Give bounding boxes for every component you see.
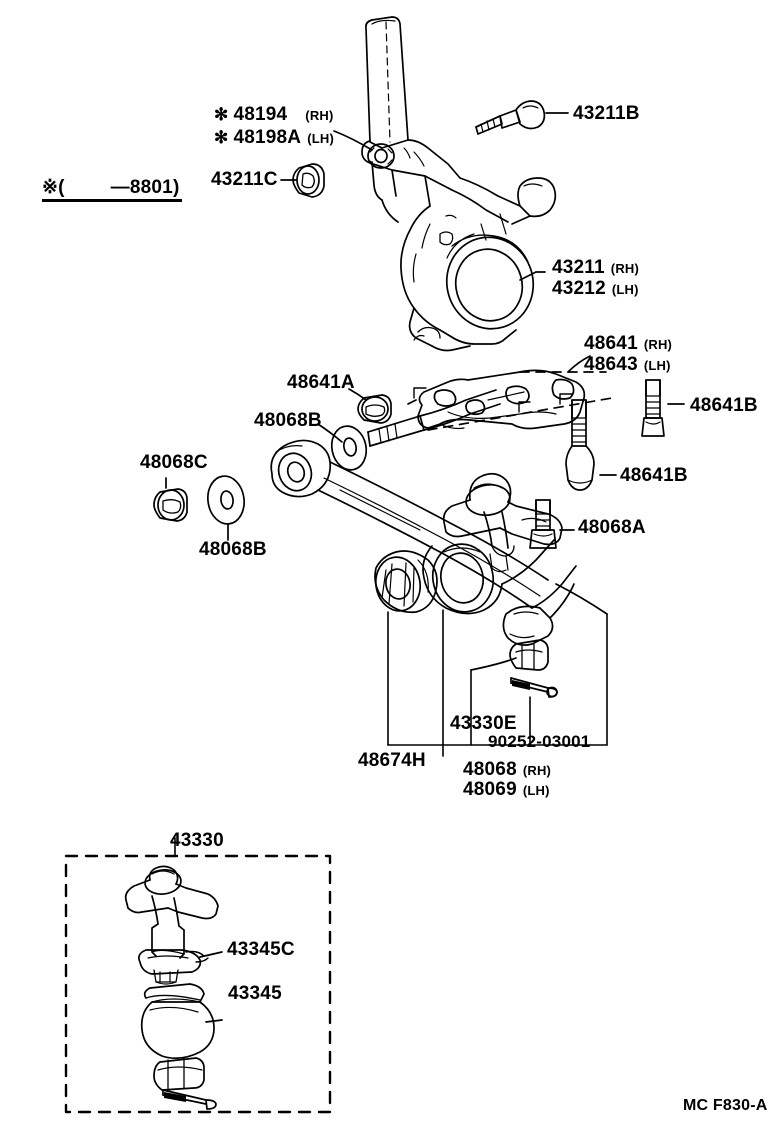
bolt-43211b-art	[475, 100, 546, 135]
label-washer-48068b-lower: 48068B	[199, 539, 267, 560]
inset-boot-art	[140, 983, 215, 1060]
label-arm-rh-number: 48068	[463, 759, 517, 780]
note-close-paren: )	[172, 177, 180, 198]
label-knuckle-rh-number: 43211	[552, 257, 605, 278]
label-bolt-48068a: 48068A	[578, 517, 646, 538]
assembly-dashes	[407, 371, 613, 431]
knuckle-upper-bracket	[361, 139, 461, 207]
asterisk-marker-lh: ✻	[214, 128, 229, 147]
label-knuckle-arm-lh-number: 48198A	[233, 127, 302, 148]
label-knuckle-arm-rh-number: 48194	[233, 104, 288, 125]
bolt-48641b-right-art	[565, 399, 595, 491]
through-bolt-art	[367, 389, 501, 447]
label-nut-48641a: 48641A	[287, 372, 355, 393]
washer-48068b-upper-art	[330, 425, 368, 471]
bottom-leader-bracket	[387, 609, 608, 757]
label-bracket-lh-number: 48643	[584, 354, 638, 375]
inset-box	[64, 854, 332, 1114]
note-open-paren: (	[58, 177, 65, 198]
leader-43345	[205, 1019, 223, 1023]
knuckle-body	[381, 177, 557, 352]
strut-shaft	[365, 16, 409, 149]
dash-corner-1	[518, 401, 531, 413]
label-arm-rh: 48068 (RH)	[463, 760, 551, 779]
asterisk-marker-rh: ✻	[214, 105, 229, 124]
label-bushing-48674h: 48674H	[358, 750, 426, 771]
label-ball-joint-43330e: 43330E	[450, 713, 517, 734]
label-bracket-rh-side: (RH)	[643, 337, 673, 352]
label-bolt-48641b-lower: 48641B	[620, 465, 688, 486]
ball-joint-on-arm	[442, 472, 563, 573]
footer-drawing-code: MC F830-A	[683, 1097, 768, 1114]
label-cotter-pin-90252: 90252-03001	[488, 732, 591, 751]
label-knuckle-arm-rh-side: (RH)	[305, 108, 334, 123]
leader-48641a	[348, 388, 367, 401]
label-nut-48068c: 48068C	[140, 452, 208, 473]
label-knuckle-lh-side: (LH)	[611, 282, 639, 297]
label-clip-43345c: 43345C	[227, 939, 295, 960]
label-knuckle-lh: 43212 (LH)	[552, 279, 639, 298]
label-inset-43330: 43330	[170, 830, 224, 851]
label-bracket-lh: 48643 (LH)	[584, 355, 671, 374]
label-bracket-rh-number: 48641	[584, 333, 638, 354]
label-arm-lh-side: (LH)	[522, 783, 550, 798]
label-boot-43345: 43345	[228, 983, 282, 1004]
label-knuckle-arm-lh: ✻ 48198A (LH)	[214, 128, 334, 147]
bolt-48641b-far-art	[641, 379, 665, 437]
nut-48641a-art	[357, 394, 392, 424]
washer-48068b-lower-art	[207, 475, 245, 525]
label-knuckle-arm-rh: ✻ 48194 (RH)	[214, 105, 334, 124]
leader-43330e	[470, 657, 517, 671]
note-date-range: ※ ( —8801 )	[42, 178, 182, 202]
inset-retainer-art	[153, 1057, 205, 1091]
label-bolt-43211b: 43211B	[573, 103, 640, 124]
label-washer-48068b-upper: 48068B	[254, 410, 322, 431]
label-knuckle-lh-number: 43212	[552, 278, 606, 299]
label-knuckle-rh: 43211 (RH)	[552, 258, 639, 277]
note-range: —8801	[110, 177, 173, 198]
leader-48641	[567, 355, 591, 373]
label-arm-lh-number: 48069	[463, 779, 517, 800]
nut-43211c-art	[292, 163, 325, 198]
leader-43211	[519, 271, 537, 281]
dash-corner-3	[413, 387, 427, 399]
lower-control-arm	[270, 439, 577, 646]
leader-arm-rh	[555, 583, 608, 615]
label-knuckle-arm-lh-side: (LH)	[307, 131, 335, 146]
label-knuckle-rh-side: (RH)	[610, 261, 640, 276]
nut-43330e-art	[509, 639, 549, 671]
inset-ball-joint-art	[124, 865, 219, 985]
label-bracket-rh: 48641 (RH)	[584, 334, 672, 353]
label-arm-rh-side: (RH)	[522, 763, 552, 778]
bolt-48068a-art	[529, 499, 557, 549]
label-arm-lh: 48069 (LH)	[463, 780, 550, 799]
leader-48068b-upper	[317, 423, 343, 443]
bushing-48674h-art	[374, 550, 438, 614]
label-nut-43211c: 43211C	[211, 169, 278, 190]
note-symbol: ※	[42, 177, 59, 198]
nut-48068c-art	[153, 488, 188, 522]
label-bracket-lh-side: (LH)	[643, 358, 671, 373]
cotter-pin-art	[510, 677, 558, 698]
inset-pin-art	[162, 1089, 217, 1110]
leader-48194	[333, 130, 373, 151]
dash-corner-2	[559, 393, 573, 405]
label-bolt-48641b-right: 48641B	[690, 395, 758, 416]
